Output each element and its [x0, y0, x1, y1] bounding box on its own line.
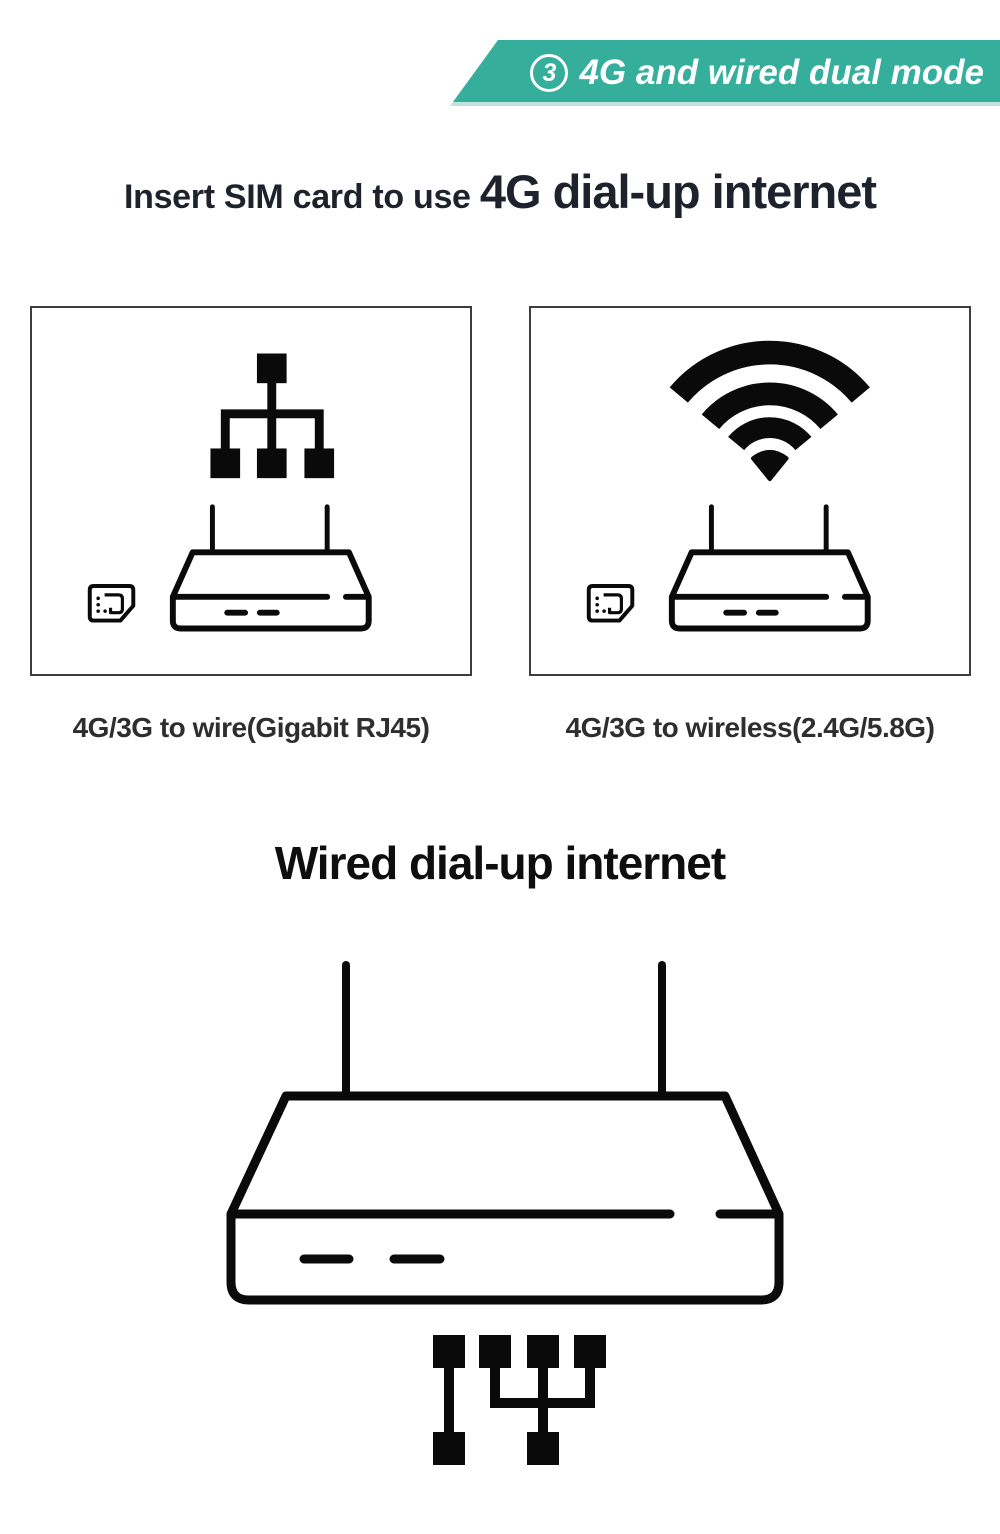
circled-3-icon: 3	[530, 54, 569, 92]
sim-card-icon	[87, 583, 136, 623]
sim-section-title: Insert SIM card to use 4G dial-up intern…	[0, 168, 1000, 215]
card-4g-to-wire-illustration	[87, 353, 372, 632]
router-icon	[169, 504, 372, 632]
card-4g-to-wire	[30, 306, 472, 676]
router-with-lan-figure	[226, 961, 784, 1465]
caption-4g-to-wireless: 4G/3G to wireless(2.4G/5.8G)	[565, 712, 935, 743]
router-icon	[226, 961, 784, 1305]
caption-4g-to-wire: 4G/3G to wire(Gigabit RJ45)	[72, 712, 430, 743]
router-icon	[668, 504, 871, 632]
card-4g-to-wireless-illustration	[586, 340, 871, 632]
lan-ports-tree-icon	[433, 1335, 606, 1465]
wifi-icon	[669, 340, 870, 482]
wired-section-title: Wired dial-up internet	[274, 837, 726, 889]
card-4g-to-wireless	[529, 306, 971, 676]
wired-dialup-illustration	[150, 940, 850, 1480]
sim-card-icon	[586, 583, 635, 623]
sim-title-regular-part: Insert SIM card to use	[123, 178, 480, 216]
ethernet-tree-icon	[210, 353, 335, 479]
banner-label: 4G and wired dual mode	[579, 53, 984, 92]
section-banner: 3 4G and wired dual mode	[450, 40, 1000, 106]
sim-title-large-part: 4G dial-up internet	[479, 165, 877, 218]
